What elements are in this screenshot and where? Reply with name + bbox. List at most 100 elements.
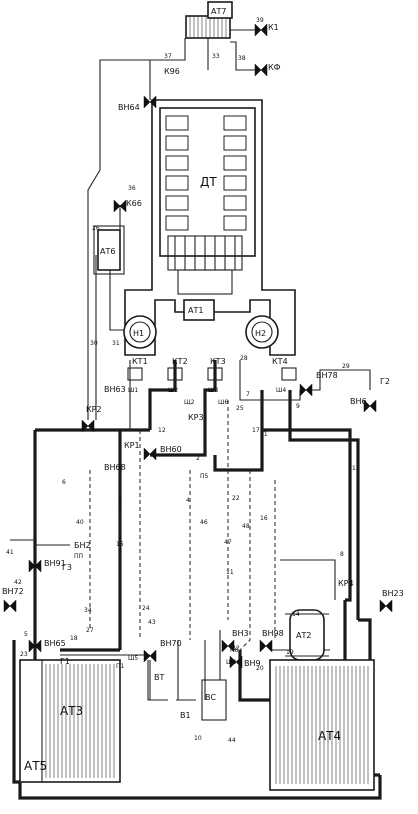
line-12: 12: [158, 427, 166, 434]
misc-labels: БН2 ПП П5 П1 П6 Г1 Г2 Г3: [60, 377, 390, 670]
line-21: 21: [260, 431, 268, 438]
line-24: 24: [142, 605, 150, 612]
line-20: 20: [256, 665, 264, 672]
label-g1: Г1: [60, 657, 70, 666]
line-38: 38: [238, 55, 246, 62]
line-39: 39: [256, 17, 264, 24]
valve-vn98: ВН98: [262, 629, 284, 638]
tank-at2-label: АТ2: [296, 631, 311, 640]
valve-vn3: ВН3: [232, 629, 249, 638]
line-7: 7: [246, 391, 250, 398]
label-p5: П5: [200, 473, 209, 480]
valve-vn91: ВН91: [44, 559, 66, 568]
line-33: 33: [212, 53, 220, 60]
filter-sh6: Ш6: [218, 399, 228, 406]
tank-at4-label: АТ4: [318, 729, 341, 743]
tank-at4: АТ4: [269, 659, 375, 791]
valve-vn64: ВН64: [118, 103, 140, 112]
line-43: 43: [148, 619, 156, 626]
line-16: 16: [260, 515, 268, 522]
line-15: 15: [116, 541, 124, 548]
drain-lines: [89, 400, 276, 651]
line-number-labels: 39 37 33 38 26 36 30 31 28 29 40 2 3 4 5…: [6, 17, 360, 744]
valve-kt3: КТ3: [210, 357, 226, 366]
container-vs-label: ВС: [205, 693, 216, 702]
line-26: 26: [92, 225, 100, 232]
line-47: 47: [224, 539, 232, 546]
container-v1-label: В1: [180, 711, 191, 720]
filter-sh1: Ш1: [128, 387, 138, 394]
filter-sh2: Ш2: [168, 387, 178, 394]
tank-at7-label: АТ7: [211, 7, 226, 16]
line-17: 17: [252, 427, 260, 434]
valve-vn70: ВН70: [160, 639, 182, 648]
filter-sh5: Ш5: [128, 655, 138, 662]
label-g2: Г2: [380, 377, 390, 386]
container-vt: ВТ: [147, 660, 168, 701]
line-5: 5: [24, 631, 28, 638]
valve-labels: К1 КФ К96 ВН64 К66 КТ1 КТ2 КТ3 КТ4 ВН63 …: [2, 23, 404, 668]
line-42: 42: [14, 579, 22, 586]
valve-vn6: ВН6: [350, 397, 367, 406]
tank-at1: АТ1: [183, 299, 215, 321]
line-23: 23: [20, 651, 28, 658]
tank-at6: АТ6: [93, 225, 125, 275]
line-9: 9: [296, 403, 300, 410]
filter-sh4: Ш4: [276, 387, 286, 394]
line-37: 37: [164, 53, 172, 60]
container-v1: В1: [176, 699, 196, 720]
valve-k66: К66: [126, 199, 142, 208]
label-p6: П6: [230, 647, 239, 654]
line-4: 4: [186, 497, 190, 504]
tank-dt-label: ДТ: [200, 175, 217, 189]
line-22: 22: [232, 495, 240, 502]
filter-labels: Ш1 Ш2 Ш3 Ш4 Щ2 Ш6 Ш8 Ш5: [128, 387, 286, 666]
valve-symbols: [3, 23, 393, 669]
valve-k1: К1: [268, 23, 279, 32]
tank-dt: ДТ: [159, 107, 256, 257]
valve-vn68: ВН68: [104, 463, 126, 472]
valve-kt2: КТ2: [172, 357, 188, 366]
line-18: 18: [70, 635, 78, 642]
dt-manifold: [167, 235, 243, 295]
tank-at6-label: АТ6: [100, 247, 115, 256]
heater-n1-label: Н1: [133, 329, 144, 338]
line-11: 11: [226, 569, 234, 576]
dt-cells: [165, 115, 247, 231]
line-14: 14: [292, 611, 300, 618]
main-pipelines: [12, 360, 382, 800]
heater-n2-label: Н2: [255, 329, 266, 338]
filter-sh3: Ш3: [208, 387, 218, 394]
label-pp: ПП: [74, 553, 83, 560]
line-25: 25: [236, 405, 244, 412]
filter-shch2: Щ2: [184, 399, 195, 406]
line-30: 30: [90, 340, 98, 347]
line-48: 48: [242, 523, 250, 530]
tank-at1-label: АТ1: [188, 306, 203, 315]
tank-at3-label: АТ3: [60, 704, 83, 718]
valve-vn78: ВН78: [316, 371, 338, 380]
valve-kr1: КР1: [124, 441, 140, 450]
line-40: 40: [76, 519, 84, 526]
line-13: 13: [352, 465, 360, 472]
line-6: 6: [62, 479, 66, 486]
container-vs: ВС: [201, 679, 227, 721]
valve-vn60: ВН60: [160, 445, 182, 454]
label-p1: П1: [116, 663, 125, 670]
line-3: 3: [118, 501, 122, 508]
valve-kr3: КР3: [188, 413, 204, 422]
line-10: 10: [194, 735, 202, 742]
valve-kt4: КТ4: [272, 357, 288, 366]
label-g3: Г3: [62, 563, 72, 572]
line-28: 28: [240, 355, 248, 362]
line-31: 31: [112, 340, 120, 347]
filter-sh8: Ш8: [226, 659, 236, 666]
heater-n2: Н2: [245, 315, 279, 349]
valve-kr2: КР2: [86, 405, 102, 414]
valve-vn72: ВН72: [2, 587, 24, 596]
line-19: 19: [286, 649, 294, 656]
line-8: 8: [340, 551, 344, 558]
valve-vn9: ВН9: [244, 659, 261, 668]
line-27: 27: [86, 627, 94, 634]
heater-n1: Н1: [123, 315, 157, 349]
